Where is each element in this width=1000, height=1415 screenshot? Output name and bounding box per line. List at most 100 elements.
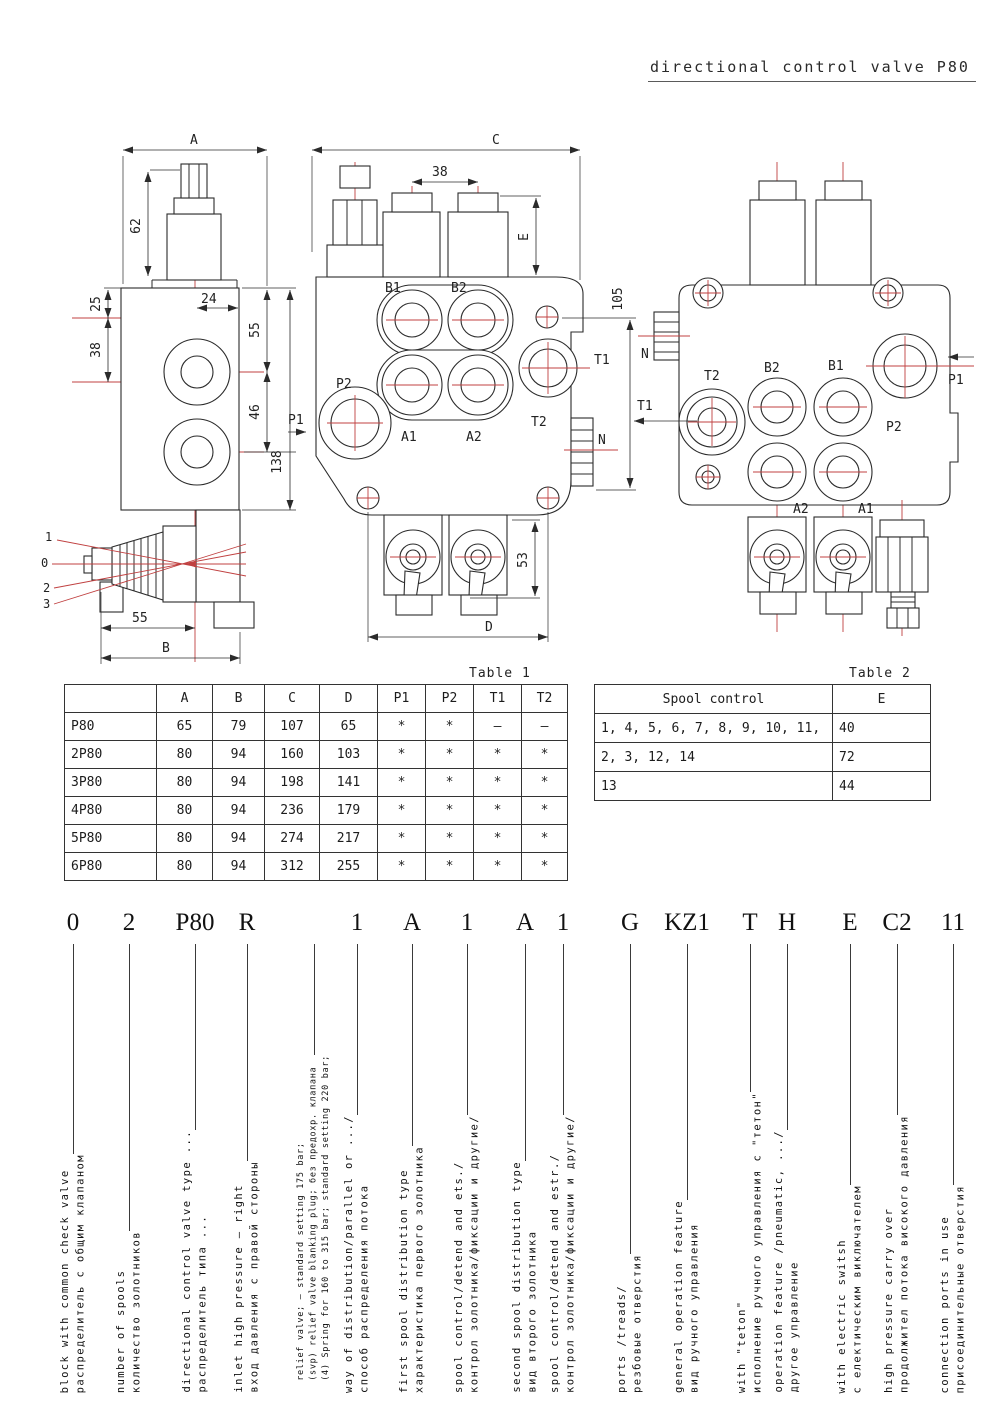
code-symbol: 1 [460,909,474,936]
table-row: 13 44 [594,771,931,801]
leader-line [313,944,315,1056]
code-symbol: 11 [940,909,966,936]
port-label-n-rear: N [641,347,649,362]
cell: 94 [212,768,265,797]
description-en: spool control/detend and ets./ [452,1161,465,1393]
description-en: ports /treads/ [615,1284,628,1393]
cell: * [521,824,568,853]
note-line: relief valve; – standard setting 175 bar… [296,1142,307,1381]
cell: * [377,824,426,853]
description-ru: количество золотников [130,1230,142,1393]
cell: 80 [156,740,213,769]
description-ru: распределитель типа ... [196,1215,208,1393]
table-row: 2P80 80 94 160 103 * * * * [64,740,568,769]
code-entry-r: R inlet high pressure – right вход давле… [230,906,264,1393]
cell: * [473,852,522,881]
code-entry-0: 0 block with common check valve распреде… [56,906,90,1393]
cell: 217 [319,824,378,853]
cell: * [425,768,474,797]
cell: 2P80 [64,740,157,769]
cell: * [425,796,474,825]
header-cell: B [212,684,265,713]
header-cell: D [319,684,378,713]
code-entry-relief-notes: relief valve; – standard setting 175 bar… [291,906,337,1381]
code-symbol: P80 [175,909,215,936]
code-entry-electric: E with electric switsh с електическим ви… [833,906,867,1393]
leader-line [128,944,130,1231]
port-label-a1-front: A1 [401,430,417,445]
dim-label-25: 25 [89,296,104,312]
code-symbol: KZ1 [664,909,710,936]
code-entry-spool-control-2: 1 spool control/detend and estr./ контро… [546,906,580,1393]
port-label-p2-front: P2 [336,377,352,392]
code-description: way of distribution/parallel or .../ спо… [342,1115,373,1393]
table-row: 3P80 80 94 198 141 * * * * [64,768,568,797]
cell: * [377,852,426,881]
cell: 80 [156,768,213,797]
cell: 6P80 [64,852,157,881]
description-ru: исполнение ручного управления с "тетон" [751,1091,763,1393]
code-description: first spool distribution type характерис… [397,1146,428,1393]
cell: 160 [264,740,320,769]
dim-label-138: 138 [270,450,285,473]
rear-view: N T1 T2 B2 B1 P1 P2 A2 A1 [634,162,974,636]
code-symbol: C2 [882,909,912,936]
dim-label-46: 46 [248,404,263,420]
code-entry-second-spool: A second spool distribution type вид вто… [508,906,542,1393]
table2-caption: Table 2 [849,666,911,681]
description-en: way of distribution/parallel or .../ [342,1115,355,1393]
description-en: first spool distribution type [397,1169,410,1393]
leader-line [686,944,688,1200]
code-symbol: A [515,909,535,936]
leader-line [524,944,526,1162]
port-label-p2-rear: P2 [886,420,902,435]
cell: 3P80 [64,768,157,797]
leader-line [194,944,196,1131]
code-symbol: R [238,909,256,936]
code-entry-spool-control-1: 1 spool control/detend and ets./ контрол… [450,906,484,1393]
code-description: connection ports in use присоединительны… [938,1185,969,1393]
dim-label-E: E [517,233,532,241]
description-en: directional control valve type ... [180,1130,193,1393]
port-label-b1-front: B1 [385,281,401,296]
leader-line [629,944,631,1254]
code-description: number of spools количество золотников [114,1231,145,1393]
leader-line [466,944,468,1116]
cell: * [377,740,426,769]
code-entry-way: 1 way of distribution/parallel or .../ с… [340,906,374,1393]
cell: * [521,768,568,797]
header-cell: P2 [425,684,474,713]
code-description: with electric switsh с електическим викл… [835,1185,866,1393]
code-symbol: 0 [66,909,80,936]
cell: 94 [212,852,265,881]
cell: * [473,740,522,769]
leader-line [356,944,358,1116]
code-entry-operation: H operation feature /pneumatic, .../ дру… [770,906,804,1393]
cell: * [425,712,474,741]
cell: * [521,740,568,769]
header-cell: Spool control [594,684,833,714]
relief-valve-notes: relief valve; – standard setting 175 bar… [295,1055,333,1381]
cell: 65 [156,712,213,741]
port-label-a2-front: A2 [466,430,482,445]
dim-label-B: B [162,641,170,656]
leader-line [749,944,751,1092]
header-cell: T2 [521,684,568,713]
description-ru: вид ручного управления [688,1223,700,1393]
code-description: high pressure carry over продолжител пот… [882,1115,913,1393]
description-en: spool control/detend and estr./ [548,1153,561,1393]
leader-line [562,944,564,1116]
code-description: operation feature /pneumatic, .../ друго… [772,1130,803,1393]
cell: * [377,712,426,741]
dim-label-D: D [485,620,493,635]
cell: 4P80 [64,796,157,825]
note-line: (svp) relief valve blanking plug; без пр… [308,1066,319,1381]
cell: 179 [319,796,378,825]
lever-pos-0: 0 [41,556,48,570]
note-line: (4) Spring for 160 to 315 bar; standard … [321,1055,332,1381]
cell: – [473,712,522,741]
port-label-n-front: N [598,433,606,448]
code-symbol: G [620,909,640,936]
cell: 5P80 [64,824,157,853]
